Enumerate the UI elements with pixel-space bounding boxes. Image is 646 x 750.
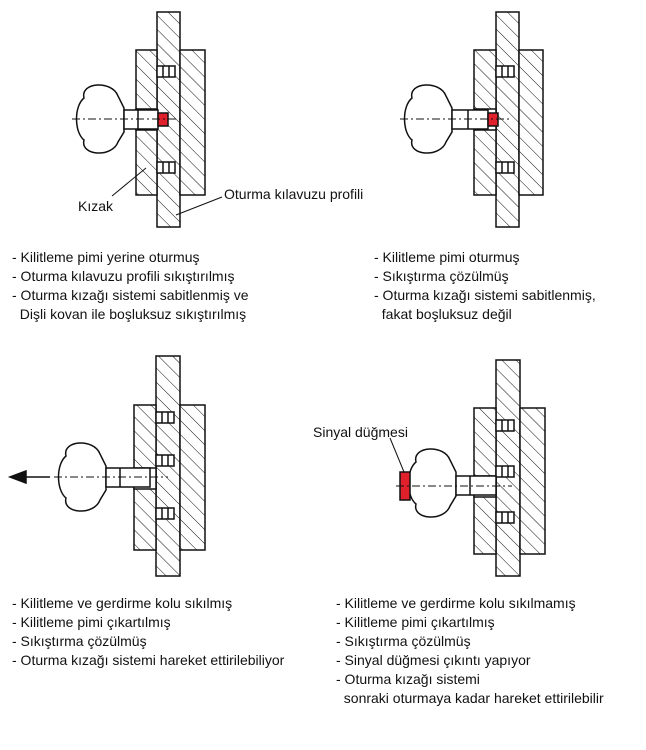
caption-line: - Sıkıştırma çözülmüş: [12, 633, 147, 649]
screw-top: [155, 411, 175, 424]
caption-line: - Oturma kızağı sistemi hareket ettirile…: [12, 652, 285, 668]
caption-line: - Kilitleme ve gerdirme kolu sıkılmamış: [336, 595, 576, 611]
screw-bottom: [155, 507, 175, 520]
caption-line: - Kilitleme ve gerdirme kolu sıkılmış: [12, 595, 233, 611]
slide-plate-right: [518, 49, 544, 196]
profile-leader: [175, 196, 223, 216]
caption-line: - Oturma kızağı sistemi sabitlenmiş ve: [12, 287, 249, 303]
caption-line: - Oturma kılavuzu profili sıkıştırılmış: [12, 268, 235, 284]
panel-2-figure: [400, 11, 544, 228]
slide-leader: [111, 167, 147, 197]
screw-mid: [495, 465, 515, 478]
caption-line: - Oturma kızağı sistemi: [336, 671, 480, 687]
panel-1-caption: - Kilitleme pimi yerine oturmuş - Oturma…: [12, 248, 249, 324]
slide-plate-right: [179, 49, 206, 196]
panel-1-figure: [72, 11, 223, 228]
slide-plate-right: [519, 407, 546, 555]
panel-2-caption: - Kilitleme pimi oturmuş - Sıkıştırma çö…: [374, 248, 596, 324]
screw-bottom: [495, 161, 515, 174]
caption-line: - Kilitleme pimi oturmuş: [374, 249, 520, 265]
screw-top: [495, 419, 515, 432]
screw-bottom: [495, 511, 515, 524]
pull-arrow-head: [7, 469, 27, 485]
caption-line: - Kilitleme pimi çıkartılmış: [336, 614, 495, 630]
caption-line: sonraki oturmaya kadar hareket ettirileb…: [336, 690, 604, 706]
label-seat-guide-profile: Oturma kılavuzu profili: [224, 186, 363, 202]
label-slide: Kızak: [78, 198, 114, 214]
panel-3-caption: - Kilitleme ve gerdirme kolu sıkılmış - …: [12, 594, 284, 670]
caption-line: - Oturma kızağı sistemi sabitlenmiş,: [374, 287, 596, 303]
label-signal-button: Sinyal düğmesi: [313, 424, 408, 440]
signal-leader: [389, 437, 405, 473]
panel-4-caption: - Kilitleme ve gerdirme kolu sıkılmamış …: [336, 594, 604, 708]
panel-3-figure: [7, 355, 206, 577]
screw-top: [156, 65, 176, 78]
panel-4-figure: [389, 359, 546, 577]
screw-bottom: [156, 161, 176, 174]
caption-line: - Sıkıştırma çözülmüş: [336, 633, 471, 649]
caption-line: - Kilitleme pimi çıkartılmış: [12, 614, 171, 630]
caption-line: Dişli kovan ile boşluksuz sıkıştırılmış: [12, 306, 247, 322]
caption-line: - Kilitleme pimi yerine oturmuş: [12, 249, 200, 265]
slide-plate-right: [179, 404, 206, 551]
screw-mid: [155, 454, 175, 467]
caption-line: - Sinyal düğmesi çıkıntı yapıyor: [336, 652, 531, 668]
screw-top: [495, 65, 515, 78]
knob: [407, 448, 457, 518]
caption-line: fakat boşluksuz değil: [374, 306, 512, 322]
caption-line: - Sıkıştırma çözülmüş: [374, 268, 509, 284]
locking-pin: [105, 467, 151, 488]
